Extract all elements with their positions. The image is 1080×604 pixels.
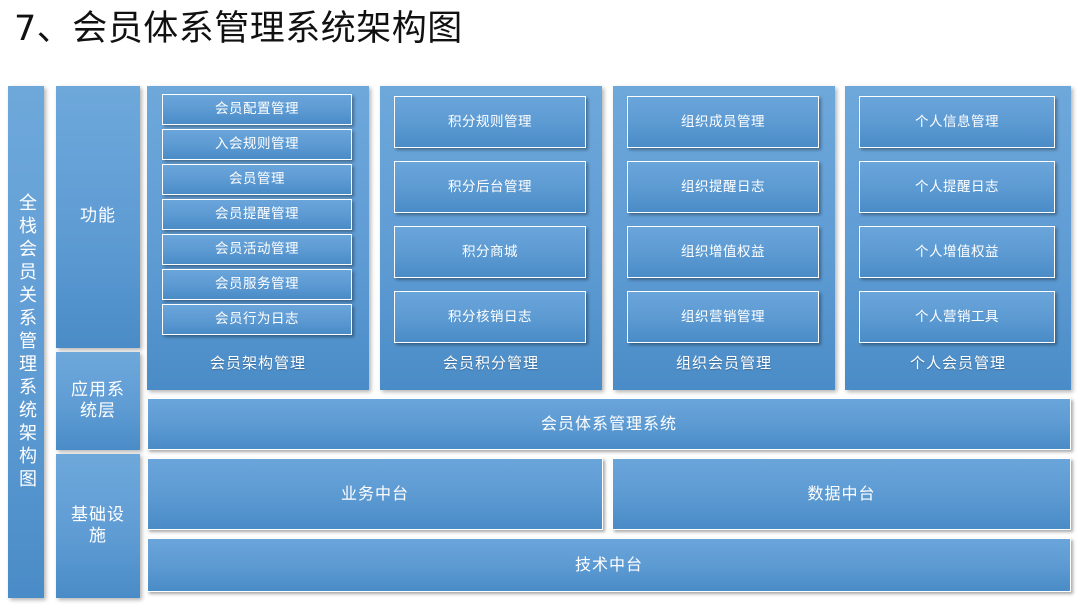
function-item-3-3[interactable]: 组织增值权益 [627,226,819,278]
function-item-1-4-label: 会员提醒管理 [215,206,299,223]
infra-business-platform-label: 业务中台 [340,484,409,503]
column-caption-2: 会员积分管理 [380,342,602,382]
column-caption-4: 个人会员管理 [845,342,1071,382]
layer-label-application-text: 应用系统层 [71,379,125,421]
function-item-4-1[interactable]: 个人信息管理 [859,96,1055,148]
application-system-label: 会员体系管理系统 [540,414,677,433]
page-title: 7、会员体系管理系统架构图 [14,9,463,49]
column-caption-4-label: 个人会员管理 [909,353,1006,372]
function-item-3-4-label: 组织营销管理 [681,308,765,325]
column-caption-2-label: 会员积分管理 [442,353,539,372]
function-item-3-1[interactable]: 组织成员管理 [627,96,819,148]
function-item-1-4[interactable]: 会员提醒管理 [162,199,352,230]
layer-label-infra-text: 基础设施 [71,504,125,546]
function-item-1-2-label: 入会规则管理 [215,136,299,153]
function-item-1-5-label: 会员活动管理 [215,241,299,258]
infra-data-platform-label: 数据中台 [807,484,876,503]
function-item-2-1-label: 积分规则管理 [448,113,532,130]
diagram-spine: 全栈会员关系管理系统架构图 [8,86,44,598]
function-item-1-6[interactable]: 会员服务管理 [162,269,352,300]
function-item-2-3[interactable]: 积分商城 [394,226,586,278]
spine-label: 全栈会员关系管理系统架构图 [16,192,37,492]
column-caption-3-label: 组织会员管理 [675,353,772,372]
function-item-4-1-label: 个人信息管理 [915,113,999,130]
column-caption-3: 组织会员管理 [613,342,835,382]
architecture-diagram: 全栈会员关系管理系统架构图 功能 应用系统层 基础设施 会员配置管理 入会规则管… [0,86,1080,598]
layer-label-infra: 基础设施 [56,454,140,598]
layer-label-function: 功能 [56,86,140,348]
function-item-1-3[interactable]: 会员管理 [162,164,352,195]
infra-business-platform[interactable]: 业务中台 [147,458,603,530]
function-item-4-4[interactable]: 个人营销工具 [859,291,1055,343]
layer-label-function-text: 功能 [80,206,116,227]
function-item-2-3-label: 积分商城 [462,243,518,260]
infra-data-platform[interactable]: 数据中台 [612,458,1071,530]
function-item-1-7[interactable]: 会员行为日志 [162,304,352,335]
function-item-3-2[interactable]: 组织提醒日志 [627,161,819,213]
function-item-1-6-label: 会员服务管理 [215,276,299,293]
function-item-4-3-label: 个人增值权益 [915,243,999,260]
function-item-2-2-label: 积分后台管理 [448,178,532,195]
function-item-1-1[interactable]: 会员配置管理 [162,94,352,125]
infra-tech-platform[interactable]: 技术中台 [147,538,1071,592]
function-item-1-3-label: 会员管理 [229,171,285,188]
function-item-4-2-label: 个人提醒日志 [915,178,999,195]
function-item-1-7-label: 会员行为日志 [215,311,299,328]
function-item-2-4[interactable]: 积分核销日志 [394,291,586,343]
function-item-3-4[interactable]: 组织营销管理 [627,291,819,343]
function-item-1-5[interactable]: 会员活动管理 [162,234,352,265]
function-item-1-2[interactable]: 入会规则管理 [162,129,352,160]
layer-label-application: 应用系统层 [56,352,140,450]
function-item-3-1-label: 组织成员管理 [681,113,765,130]
function-item-2-1[interactable]: 积分规则管理 [394,96,586,148]
function-item-3-2-label: 组织提醒日志 [681,178,765,195]
function-item-4-4-label: 个人营销工具 [915,308,999,325]
function-item-4-2[interactable]: 个人提醒日志 [859,161,1055,213]
function-item-3-3-label: 组织增值权益 [681,243,765,260]
function-item-1-1-label: 会员配置管理 [215,101,299,118]
column-caption-1-label: 会员架构管理 [209,353,306,372]
application-system-box[interactable]: 会员体系管理系统 [147,398,1071,450]
column-caption-1: 会员架构管理 [147,342,369,382]
function-item-4-3[interactable]: 个人增值权益 [859,226,1055,278]
function-item-2-2[interactable]: 积分后台管理 [394,161,586,213]
function-item-2-4-label: 积分核销日志 [448,308,532,325]
infra-tech-platform-label: 技术中台 [574,555,643,574]
